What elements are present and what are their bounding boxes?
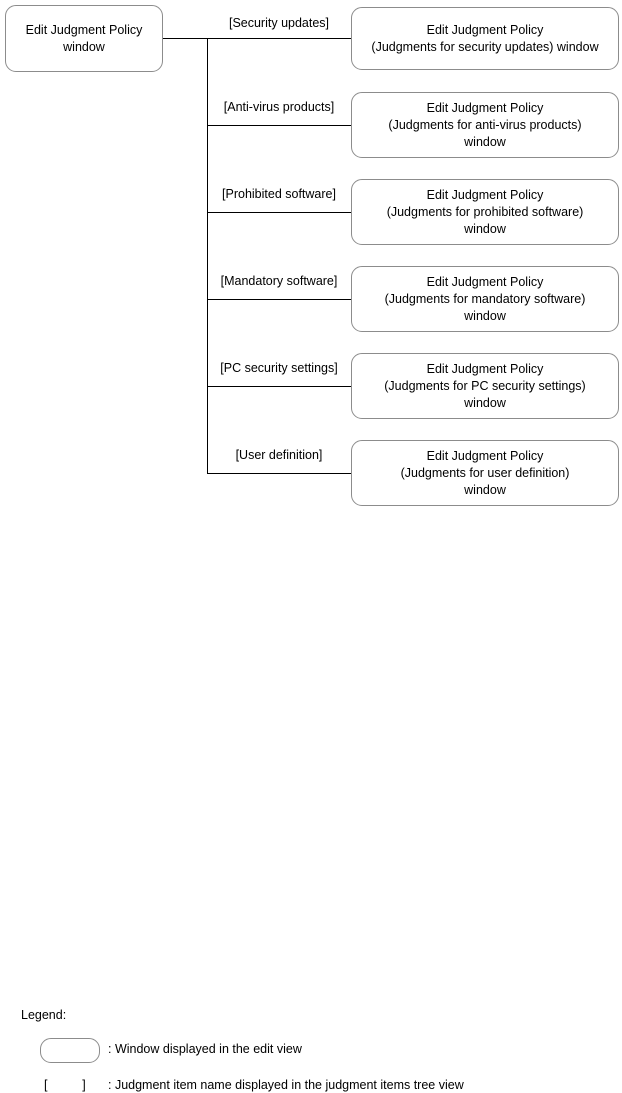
branch-line-anti-virus-products bbox=[207, 125, 351, 126]
branch-line-mandatory-software bbox=[207, 299, 351, 300]
judgments-window-label-security-updates: Edit Judgment Policy (Judgments for secu… bbox=[371, 22, 599, 54]
root-connector-line bbox=[163, 38, 208, 39]
judgments-window-label-anti-virus-products: Edit Judgment Policy (Judgments for anti… bbox=[388, 100, 582, 149]
branch-line-pc-security-settings bbox=[207, 386, 351, 387]
judgments-window-label-pc-security-settings: Edit Judgment Policy (Judgments for PC s… bbox=[384, 361, 586, 410]
branch-line-prohibited-software bbox=[207, 212, 351, 213]
judgment-item-label-security-updates: [Security updates] bbox=[228, 16, 330, 30]
legend-rounded-box-sample bbox=[40, 1038, 100, 1063]
legend-title: Legend: bbox=[21, 1008, 67, 1022]
legend-window-description: : Window displayed in the edit view bbox=[108, 1042, 302, 1056]
edit-judgment-policy-window-label: Edit Judgment Policy window bbox=[25, 22, 143, 54]
legend-bracket-sample: [ ] bbox=[44, 1078, 86, 1092]
judgment-item-label-mandatory-software: [Mandatory software] bbox=[220, 274, 338, 288]
edit-judgment-policy-window-box[interactable]: Edit Judgment Policy window bbox=[5, 5, 163, 72]
judgments-window-label-user-definition: Edit Judgment Policy (Judgments for user… bbox=[400, 448, 570, 497]
judgments-window-box-prohibited-software[interactable]: Edit Judgment Policy (Judgments for proh… bbox=[351, 179, 619, 245]
legend: Legend: : Window displayed in the edit v… bbox=[0, 500, 622, 1092]
tree-diagram: Edit Judgment Policy window [Security up… bbox=[0, 5, 622, 1092]
judgment-item-label-pc-security-settings: [PC security settings] bbox=[220, 361, 338, 375]
judgments-window-box-mandatory-software[interactable]: Edit Judgment Policy (Judgments for mand… bbox=[351, 266, 619, 332]
judgment-item-label-user-definition: [User definition] bbox=[235, 448, 323, 462]
judgments-window-label-mandatory-software: Edit Judgment Policy (Judgments for mand… bbox=[384, 274, 586, 323]
judgments-window-box-security-updates[interactable]: Edit Judgment Policy (Judgments for secu… bbox=[351, 7, 619, 70]
judgments-window-box-user-definition[interactable]: Edit Judgment Policy (Judgments for user… bbox=[351, 440, 619, 506]
legend-judgment-item-description: : Judgment item name displayed in the ju… bbox=[108, 1078, 464, 1092]
judgment-item-label-anti-virus-products: [Anti-virus products] bbox=[223, 100, 335, 114]
judgment-item-label-prohibited-software: [Prohibited software] bbox=[222, 187, 336, 201]
judgments-window-label-prohibited-software: Edit Judgment Policy (Judgments for proh… bbox=[386, 187, 584, 236]
judgments-window-box-pc-security-settings[interactable]: Edit Judgment Policy (Judgments for PC s… bbox=[351, 353, 619, 419]
branch-line-user-definition bbox=[207, 473, 351, 474]
branch-line-security-updates bbox=[207, 38, 351, 39]
tree-trunk-line bbox=[207, 38, 208, 473]
judgments-window-box-anti-virus-products[interactable]: Edit Judgment Policy (Judgments for anti… bbox=[351, 92, 619, 158]
